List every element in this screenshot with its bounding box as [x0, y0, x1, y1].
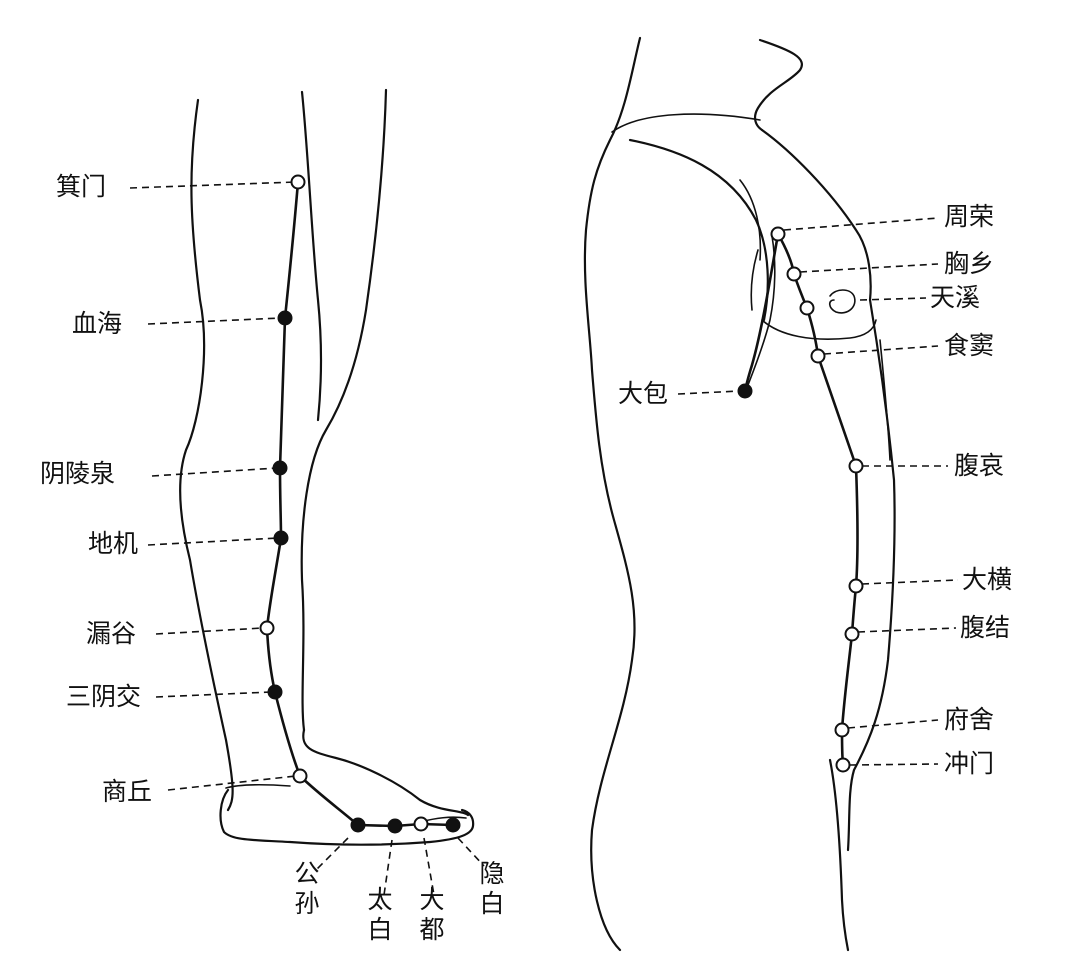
leg-outline-back [300, 88, 388, 732]
leader-line-zhourong [783, 217, 939, 231]
leader-line-diji [147, 537, 279, 546]
acupoint-marker-shangqiu [292, 768, 308, 784]
acupoint-marker-gongsun [350, 817, 366, 833]
acupoint-label-fuai: 腹哀 [954, 451, 1004, 480]
acupoint-label-xuehai: 血海 [72, 309, 122, 338]
leader-line-gongsun [315, 837, 349, 871]
acupoint-label-xiongxiang: 胸乡 [944, 249, 994, 278]
acupoint-marker-taibai [387, 818, 403, 834]
abdomen-lateral [879, 339, 891, 461]
breast-contour-2 [750, 249, 759, 311]
spleen-meridian-branch [743, 232, 780, 393]
leader-line-yinbai [457, 837, 485, 867]
acupoint-marker-diji [273, 530, 289, 546]
acupoint-marker-yinlingquan [272, 460, 288, 476]
acupoint-marker-xuehai [277, 310, 293, 326]
acupoint-marker-fujie [844, 626, 860, 642]
acupoint-marker-dabao [737, 383, 753, 399]
acupoint-marker-shidou [810, 348, 826, 364]
leader-line-chongmen [849, 763, 939, 766]
hip-outline [828, 758, 850, 952]
acupoint-markers [259, 174, 864, 834]
foot-outline [219, 788, 475, 846]
acupoint-marker-jimen [290, 174, 306, 190]
leader-line-dabao [677, 390, 741, 395]
arm-inner-line [739, 179, 762, 261]
acupoint-label-diji: 地机 [88, 529, 138, 558]
leader-line-shangqiu [167, 775, 297, 791]
leader-line-fushe [847, 719, 939, 729]
acupoint-label-jimen: 箕门 [56, 172, 106, 201]
acupoint-label-sanyinjiao: 三阴交 [66, 682, 141, 711]
acupoint-marker-daheng [848, 578, 864, 594]
acupoint-marker-yinbai [445, 817, 461, 833]
leader-line-jimen [129, 181, 297, 189]
acupoint-marker-fushe [834, 722, 850, 738]
acupoint-marker-xiongxiang [786, 266, 802, 282]
shoulder-line [611, 113, 761, 133]
leader-line-daheng [861, 579, 959, 585]
leader-line-dadu [423, 837, 435, 896]
leg-outline-heel [302, 728, 470, 817]
acupoint-label-fujie: 腹结 [960, 613, 1010, 642]
leader-line-yinlingquan [151, 467, 278, 477]
acupoint-marker-zhourong [770, 226, 786, 242]
leg-outline [179, 88, 475, 846]
acupoint-label-shangqiu: 商丘 [102, 777, 152, 806]
foot-sole-line [225, 783, 291, 789]
breast-contour [761, 319, 877, 340]
acupoint-label-lougu: 漏谷 [86, 619, 136, 648]
acupoint-label-yinbai: 隐白 [479, 859, 504, 918]
acupoint-labels: 箕门血海阴陵泉地机漏谷三阴交商丘公孙太白大都隐白 周荣胸乡天溪食窦大包腹哀大横腹结… [40, 172, 1012, 944]
acupoint-marker-lougu [259, 620, 275, 636]
acupoint-label-fushe: 府舍 [944, 705, 994, 734]
nipple-icon [828, 289, 856, 314]
leader-lines [129, 181, 959, 896]
torso-outline [583, 36, 896, 952]
leader-line-fujie [857, 627, 957, 633]
leg-outline-front-thigh [300, 90, 323, 422]
arm-outline [628, 138, 769, 322]
leader-line-lougu [155, 627, 264, 635]
acupoint-label-taibai: 太白 [367, 885, 392, 944]
acupoint-label-dadu: 大都 [419, 885, 444, 944]
leader-line-sanyinjiao [155, 691, 272, 698]
acupoint-marker-chongmen [835, 757, 851, 773]
leader-line-taibai [383, 839, 393, 896]
acupoint-label-dabao: 大包 [618, 379, 668, 408]
acupoint-marker-dadu [413, 816, 429, 832]
acupoint-label-zhourong: 周荣 [944, 202, 994, 231]
leg-outline-medial [179, 98, 234, 812]
neck-outline [753, 38, 803, 132]
acupoint-label-chongmen: 冲门 [944, 749, 994, 778]
leader-line-xuehai [147, 317, 282, 325]
acupoint-marker-tianxi [799, 300, 815, 316]
acupoint-marker-sanyinjiao [267, 684, 283, 700]
acupoint-label-yinlingquan: 阴陵泉 [40, 459, 115, 488]
acupoint-label-tianxi: 天溪 [930, 283, 980, 312]
acupoint-label-shidou: 食窦 [944, 331, 994, 360]
head-back [583, 36, 642, 952]
spleen-meridian-leg [265, 180, 455, 828]
spleen-meridian-torso [776, 232, 859, 767]
acupoint-marker-fuai [848, 458, 864, 474]
acupoint-label-gongsun: 公孙 [294, 859, 319, 918]
acupoint-label-daheng: 大横 [962, 565, 1012, 594]
